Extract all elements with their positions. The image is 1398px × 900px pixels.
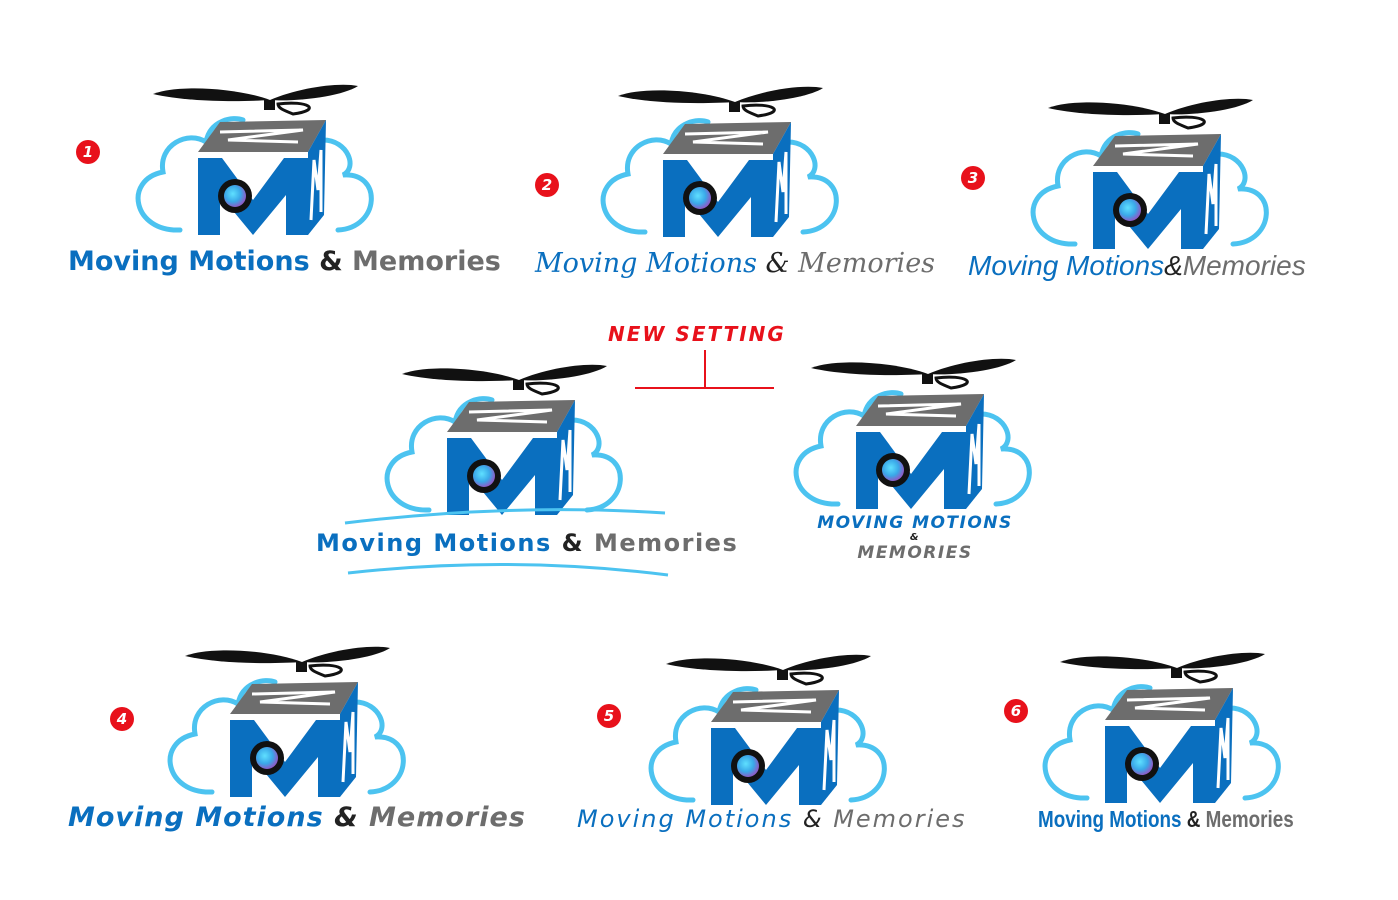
wordmark-moving-motions: Moving Motions <box>968 250 1165 281</box>
logo-wordmark-5: Moving Motions & Memories <box>577 805 967 833</box>
wordmark-ampersand: & <box>765 248 790 279</box>
logo-wordmark-6: Moving Motions & Memories <box>1038 806 1294 833</box>
connector-line <box>635 387 774 389</box>
connector-line <box>704 350 706 388</box>
wordmark-ampersand: & <box>334 802 359 833</box>
wordmark-memories: Memories <box>1182 250 1306 281</box>
mm-logo-graphic <box>367 360 627 525</box>
mm-logo-graphic <box>776 354 1036 519</box>
new-setting-label: NEW SETTING <box>608 322 786 346</box>
wordmark-memories: Memories <box>833 805 967 833</box>
logo-wordmark-1: Moving Motions & Memories <box>68 246 501 277</box>
wordmark-ampersand: & <box>909 532 921 543</box>
mm-logo-graphic <box>118 80 378 245</box>
wordmark-ampersand: & <box>319 246 343 277</box>
logo-wordmark-new-a: Moving Motions & Memories <box>316 529 738 557</box>
logo-wordmark-new-b: MOVING MOTIONS & MEMORIES <box>790 513 1040 563</box>
wordmark-moving-motions: Moving Motions <box>535 248 757 279</box>
mm-logo-graphic <box>1025 648 1285 813</box>
option-number-badge: 5 <box>597 704 621 728</box>
wordmark-memories: Memories <box>798 248 936 279</box>
wordmark-moving-motions: Moving Motions <box>68 802 324 833</box>
wordmark-moving-motions: Moving Motions <box>316 529 552 557</box>
option-number-badge: 2 <box>535 173 559 197</box>
mm-logo-graphic <box>583 82 843 247</box>
logo-wordmark-2: Moving Motions & Memories <box>535 248 935 279</box>
wordmark-memories: MEMORIES <box>857 543 973 563</box>
swoosh-lines <box>344 508 669 577</box>
wordmark-ampersand: & <box>802 805 824 833</box>
wordmark-memories: Memories <box>369 802 526 833</box>
mm-logo-graphic <box>150 642 410 807</box>
logo-wordmark-4: Moving Motions & Memories <box>68 802 526 833</box>
option-number-badge: 6 <box>1004 699 1028 723</box>
wordmark-moving-motions: MOVING MOTIONS <box>817 513 1013 533</box>
wordmark-ampersand: & <box>1186 806 1201 832</box>
mm-logo-graphic <box>1013 94 1273 259</box>
wordmark-moving-motions: Moving Motions <box>577 805 794 833</box>
wordmark-ampersand: & <box>561 529 585 557</box>
wordmark-memories: Memories <box>352 246 501 277</box>
wordmark-moving-motions: Moving Motions <box>1038 806 1182 832</box>
option-number-badge: 1 <box>76 140 100 164</box>
wordmark-memories: Memories <box>1205 806 1294 832</box>
option-number-badge: 4 <box>110 707 134 731</box>
wordmark-ampersand: & <box>1164 250 1183 281</box>
option-number-badge: 3 <box>961 166 985 190</box>
wordmark-moving-motions: Moving Motions <box>68 246 310 277</box>
logo-wordmark-3: Moving Motions&Memories <box>968 250 1306 282</box>
wordmark-memories: Memories <box>593 529 739 557</box>
mm-logo-graphic <box>631 650 891 815</box>
